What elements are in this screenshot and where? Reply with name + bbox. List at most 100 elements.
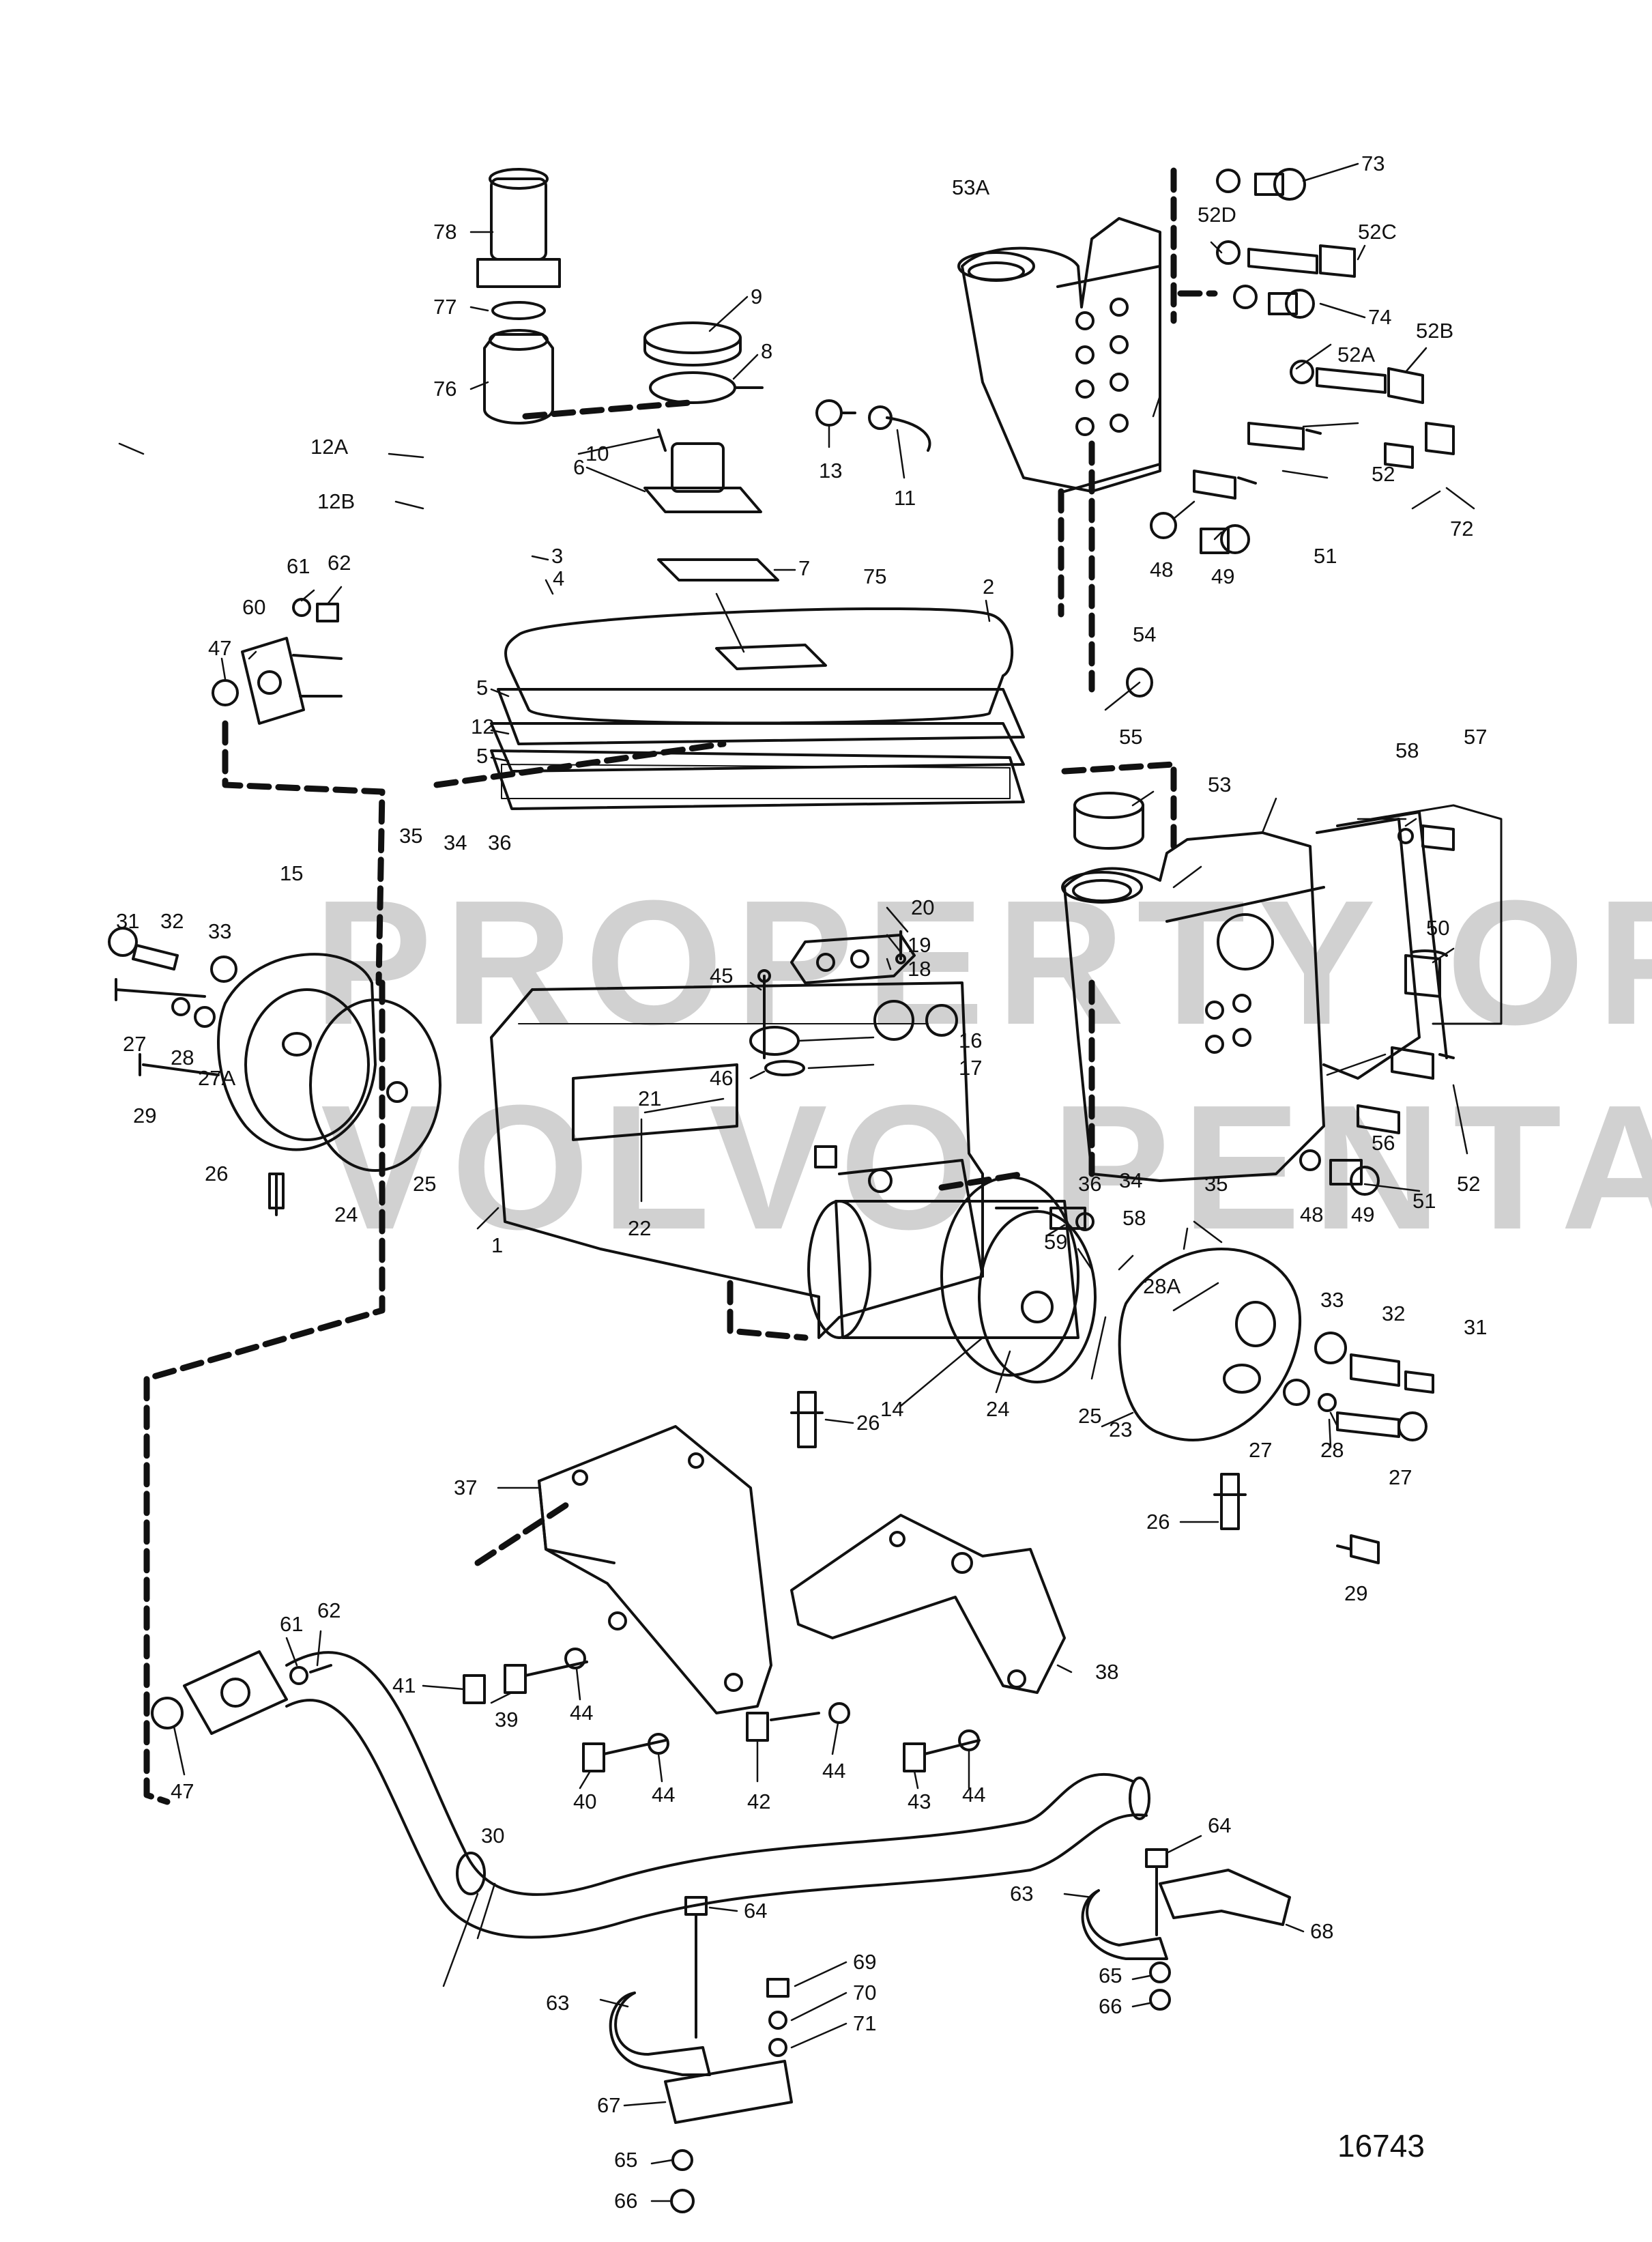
label-76: 76 <box>433 377 457 401</box>
label-35-right: 35 <box>1204 1172 1228 1196</box>
label-62-lower: 62 <box>317 1598 340 1622</box>
top-cover <box>490 607 1025 810</box>
breather-assembly <box>476 168 561 425</box>
exhaust-elbow-lower <box>995 667 1503 1231</box>
watermark-line-2: VOLVO PENTA <box>321 1069 1652 1267</box>
label-37: 37 <box>454 1476 477 1499</box>
label-28-right: 28 <box>1320 1438 1344 1462</box>
end-cover-left <box>108 927 441 1216</box>
flange-60 <box>212 598 343 725</box>
label-47-lower: 47 <box>171 1779 194 1803</box>
label-27-right: 27 <box>1389 1465 1412 1489</box>
label-8: 8 <box>761 339 772 363</box>
label-34-left: 34 <box>444 831 467 854</box>
label-5-lower: 5 <box>476 744 488 768</box>
label-53A: 53A <box>952 175 989 199</box>
label-33-left: 33 <box>208 919 231 943</box>
label-71: 71 <box>853 2011 876 2035</box>
label-58-upper: 58 <box>1395 738 1419 762</box>
main-housing <box>490 981 984 1339</box>
label-4: 4 <box>553 566 564 590</box>
label-78: 78 <box>433 220 457 244</box>
label-66-right: 66 <box>1099 1994 1122 2018</box>
cooler-element <box>807 1176 1097 1383</box>
bracket-fasteners <box>463 1648 981 1772</box>
label-29-left: 29 <box>133 1104 156 1127</box>
label-44-a: 44 <box>570 1701 593 1725</box>
label-31-right: 31 <box>1464 1315 1487 1339</box>
label-40: 40 <box>573 1790 596 1813</box>
drawing-number: 16743 <box>1337 2128 1425 2164</box>
label-26-mid: 26 <box>856 1411 880 1435</box>
thermostat-area <box>749 930 916 1168</box>
label-5-upper: 5 <box>476 676 488 700</box>
label-24-left: 24 <box>334 1203 358 1226</box>
label-72: 72 <box>1450 517 1473 541</box>
label-22: 22 <box>628 1216 651 1240</box>
label-28A: 28A <box>1143 1274 1180 1298</box>
callout-labels: 1 2 3 4 5 5 6 7 8 9 10 11 12 12A 12B 13 … <box>116 152 1487 2213</box>
label-46: 46 <box>710 1066 733 1090</box>
label-61-lower: 61 <box>280 1612 303 1636</box>
label-16: 16 <box>959 1029 982 1052</box>
label-32-right: 32 <box>1382 1302 1405 1325</box>
label-6: 6 <box>573 455 585 479</box>
label-63-left: 63 <box>546 1991 569 2015</box>
label-15: 15 <box>280 861 303 885</box>
label-17: 17 <box>959 1056 982 1080</box>
label-27A: 27A <box>198 1066 235 1090</box>
label-52-upper: 52 <box>1372 462 1395 486</box>
label-42: 42 <box>747 1790 770 1813</box>
label-49-lower: 49 <box>1351 1203 1374 1226</box>
label-54: 54 <box>1133 622 1156 646</box>
label-56: 56 <box>1372 1131 1395 1155</box>
label-64-left: 64 <box>744 1899 767 1923</box>
label-1: 1 <box>491 1233 503 1257</box>
label-53: 53 <box>1208 773 1231 796</box>
label-12: 12 <box>471 715 494 738</box>
label-65-right: 65 <box>1099 1964 1122 1987</box>
label-34-right: 34 <box>1119 1168 1142 1192</box>
label-45: 45 <box>710 964 733 988</box>
label-39: 39 <box>495 1708 518 1731</box>
label-52D: 52D <box>1198 203 1236 227</box>
label-77: 77 <box>433 295 457 319</box>
label-63-right: 63 <box>1010 1882 1033 1906</box>
label-68: 68 <box>1310 1919 1333 1943</box>
label-44-c: 44 <box>822 1759 845 1783</box>
watermark-line-1: PROPERTY OF <box>314 864 1652 1062</box>
label-52-lower: 52 <box>1457 1172 1480 1196</box>
label-12B: 12B <box>317 489 355 513</box>
label-66-left: 66 <box>614 2189 637 2213</box>
label-24-right: 24 <box>986 1397 1009 1421</box>
exhaust-pipe <box>151 1650 1150 1939</box>
label-28-left: 28 <box>171 1046 194 1069</box>
end-cover-right <box>1118 1248 1434 1441</box>
label-10: 10 <box>585 442 609 465</box>
label-44-d: 44 <box>962 1783 985 1807</box>
label-23: 23 <box>1109 1418 1132 1441</box>
label-27-left: 27 <box>123 1032 146 1056</box>
label-31-left: 31 <box>116 909 139 933</box>
label-69: 69 <box>853 1950 876 1974</box>
label-9: 9 <box>751 285 762 308</box>
label-14: 14 <box>880 1397 903 1421</box>
label-21: 21 <box>638 1087 661 1110</box>
label-52A: 52A <box>1337 343 1375 367</box>
label-25-right: 25 <box>1078 1404 1101 1428</box>
label-27-mid: 27 <box>1249 1438 1272 1462</box>
label-47-upper: 47 <box>208 636 231 660</box>
label-59: 59 <box>1044 1230 1067 1254</box>
label-36-left: 36 <box>488 831 511 854</box>
label-49-upper: 49 <box>1211 564 1234 588</box>
pipe-clamps <box>609 1848 1291 2213</box>
label-75: 75 <box>863 564 886 588</box>
label-29-right: 29 <box>1344 1581 1367 1605</box>
label-33-right: 33 <box>1320 1288 1344 1312</box>
label-43: 43 <box>908 1790 931 1813</box>
label-58-lower: 58 <box>1122 1206 1146 1230</box>
label-44-b: 44 <box>652 1783 675 1807</box>
label-50: 50 <box>1426 916 1449 940</box>
